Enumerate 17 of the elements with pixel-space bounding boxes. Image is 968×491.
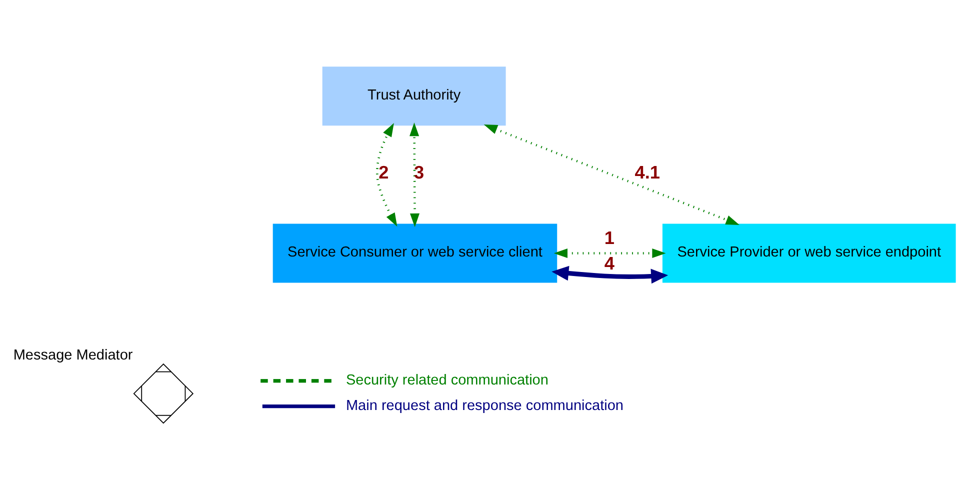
node-box: Service Provider or web service endpoint: [662, 223, 956, 282]
edge-label: 4: [604, 253, 614, 274]
node-diamond: [133, 362, 194, 424]
edge-label: 3: [414, 162, 424, 182]
arrow: [484, 124, 740, 224]
arrow: [552, 265, 668, 284]
edge-label: 2: [378, 162, 389, 182]
legend-label: Main request and response communication: [346, 397, 624, 414]
node-box: Service Consumer or web service client: [272, 223, 558, 282]
arrow: [554, 248, 666, 258]
edge-label: 1: [604, 228, 614, 248]
node-label: Message Mediator: [13, 346, 133, 363]
arrow: [410, 122, 420, 227]
node-box: Trust Authority: [322, 66, 506, 126]
arrow: [376, 122, 398, 226]
edge-label: 4.1: [634, 162, 660, 182]
legend-label: Security related communication: [346, 372, 548, 388]
